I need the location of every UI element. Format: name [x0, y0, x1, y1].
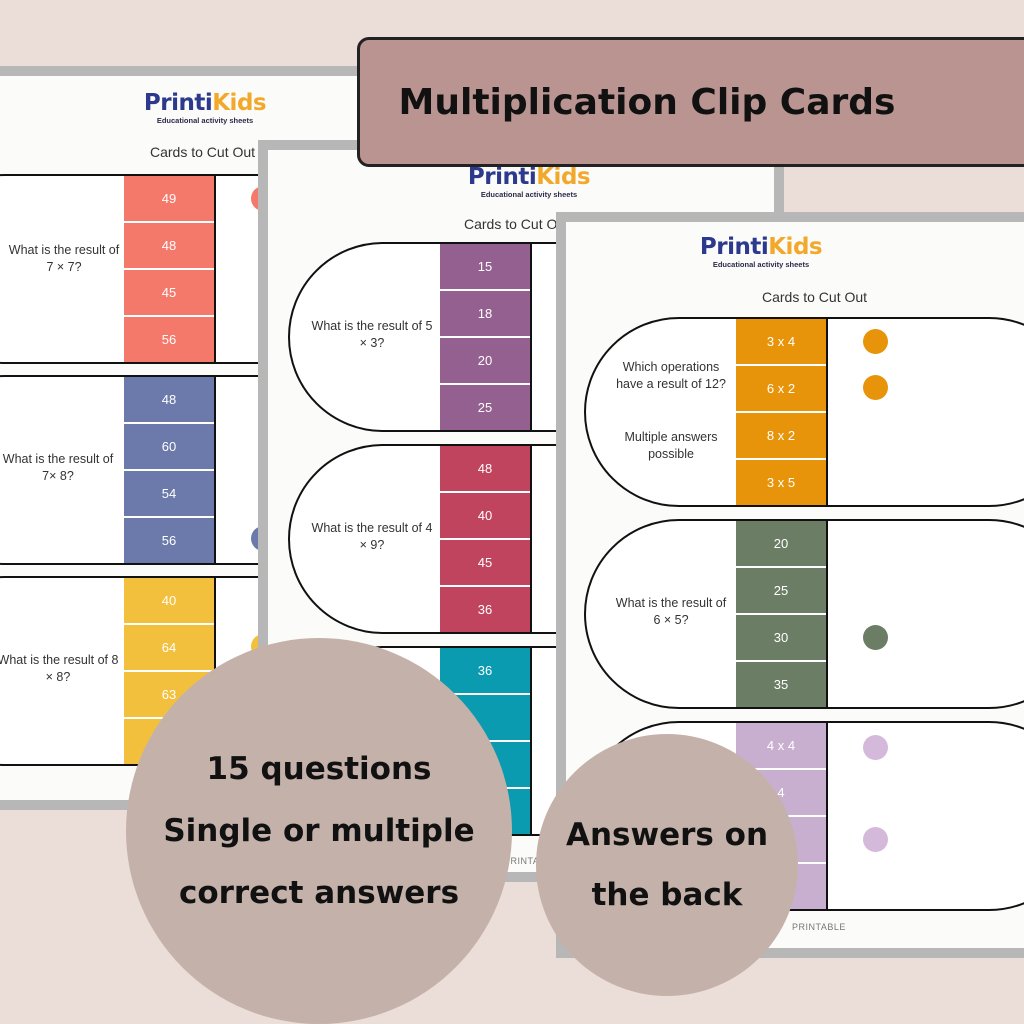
logo-name-part1: Printi — [143, 90, 213, 116]
answer-cell[interactable]: 60 — [124, 424, 214, 471]
logo-name-part2: Kids — [212, 90, 267, 116]
answer-dot — [863, 375, 888, 400]
answer-cell[interactable]: 36 — [440, 648, 530, 695]
answer-dot — [863, 625, 888, 650]
answer-cell[interactable]: 20 — [440, 338, 530, 385]
sheet-title: Cards to Cut Out — [464, 216, 570, 232]
printable-footer: PRINTABLE — [792, 922, 846, 932]
answer-cell[interactable]: 25 — [440, 385, 530, 430]
logo-tagline: Educational activity sheets — [712, 260, 810, 269]
answer-cell[interactable]: 48 — [124, 223, 214, 270]
printikids-logo: PrintiKids Educational activity sheets — [696, 234, 826, 269]
answer-cell[interactable]: 40 — [440, 493, 530, 540]
answer-cell[interactable]: 45 — [440, 540, 530, 587]
answer-cell[interactable]: 48 — [124, 377, 214, 424]
title-banner: Multiplication Clip Cards — [357, 37, 1024, 167]
question-text: What is the result of 5 × 3? — [311, 319, 433, 350]
answer-cell[interactable]: 8 x 2 — [736, 413, 826, 460]
answer-cell[interactable]: 56 — [124, 518, 214, 563]
badge-line: Answers on — [565, 817, 769, 853]
answer-strip: 49 48 45 56 — [124, 176, 216, 362]
answer-cell[interactable]: 40 — [124, 578, 214, 625]
answer-cell[interactable]: 48 — [440, 446, 530, 493]
question-text: Which operations have a result of 12? — [616, 360, 726, 391]
badge-line: the back — [591, 877, 743, 913]
printable-footer: PRINTABLE — [504, 856, 558, 866]
answer-cell[interactable]: 25 — [736, 568, 826, 615]
answer-cell[interactable]: 45 — [124, 270, 214, 317]
answer-cell[interactable]: 36 — [440, 587, 530, 632]
answer-cell[interactable]: 6 x 2 — [736, 366, 826, 413]
answer-cell[interactable]: 54 — [124, 471, 214, 518]
logo-tagline: Educational activity sheets — [156, 116, 254, 125]
question-text: What is the result of 7× 8? — [2, 452, 114, 483]
answer-cell[interactable]: 20 — [736, 521, 826, 568]
badge-line: correct answers — [178, 875, 460, 911]
sheet-title: Cards to Cut Out — [150, 144, 256, 160]
answer-strip: 48 60 54 56 — [124, 377, 216, 563]
answer-strip: 15 18 20 25 — [440, 244, 532, 430]
answer-cell[interactable]: 56 — [124, 317, 214, 362]
answer-cell[interactable]: 4 x 4 — [736, 723, 826, 770]
sheet-title: Cards to Cut Out — [762, 289, 868, 305]
logo-name-part2: Kids — [536, 164, 591, 190]
answer-cell[interactable]: 64 — [124, 625, 214, 672]
questions-badge: 15 questions Single or multiple correct … — [126, 638, 512, 1024]
answer-cell[interactable]: 30 — [736, 615, 826, 662]
question-text: What is the result of 7 × 7? — [8, 243, 120, 274]
answer-strip: 20 25 30 35 — [736, 521, 828, 707]
answer-cell[interactable]: 3 x 5 — [736, 460, 826, 505]
question-text: What is the result of 8 × 8? — [0, 653, 119, 684]
clip-card: What is the result of 6 × 5? 20 25 30 35 — [584, 519, 1024, 709]
answer-dot — [863, 329, 888, 354]
badge-line: 15 questions — [206, 751, 432, 787]
printikids-logo: PrintiKids Educational activity sheets — [464, 164, 594, 199]
answer-cell[interactable]: 15 — [440, 244, 530, 291]
answers-badge: Answers on the back — [536, 734, 798, 996]
banner-title: Multiplication Clip Cards — [398, 81, 896, 123]
question-text: What is the result of 6 × 5? — [615, 596, 727, 627]
question-note: Multiple answers possible — [624, 430, 718, 461]
answer-dot — [863, 827, 888, 852]
answer-cell[interactable]: 3 x 4 — [736, 319, 826, 366]
answer-dot — [863, 735, 888, 760]
printikids-logo: PrintiKids Educational activity sheets — [140, 90, 270, 125]
question-text: What is the result of 4 × 9? — [311, 521, 433, 552]
badge-line: Single or multiple — [163, 813, 475, 849]
clip-card: Which operations have a result of 12? Mu… — [584, 317, 1024, 507]
logo-name-part1: Printi — [699, 234, 769, 260]
answer-strip: 48 40 45 36 — [440, 446, 532, 632]
answer-cell[interactable]: 35 — [736, 662, 826, 707]
answer-strip: 3 x 4 6 x 2 8 x 2 3 x 5 — [736, 319, 828, 505]
logo-name-part2: Kids — [768, 234, 823, 260]
answer-cell[interactable]: 18 — [440, 291, 530, 338]
logo-name-part1: Printi — [467, 164, 537, 190]
answer-cell[interactable]: 49 — [124, 176, 214, 223]
logo-tagline: Educational activity sheets — [480, 190, 578, 199]
